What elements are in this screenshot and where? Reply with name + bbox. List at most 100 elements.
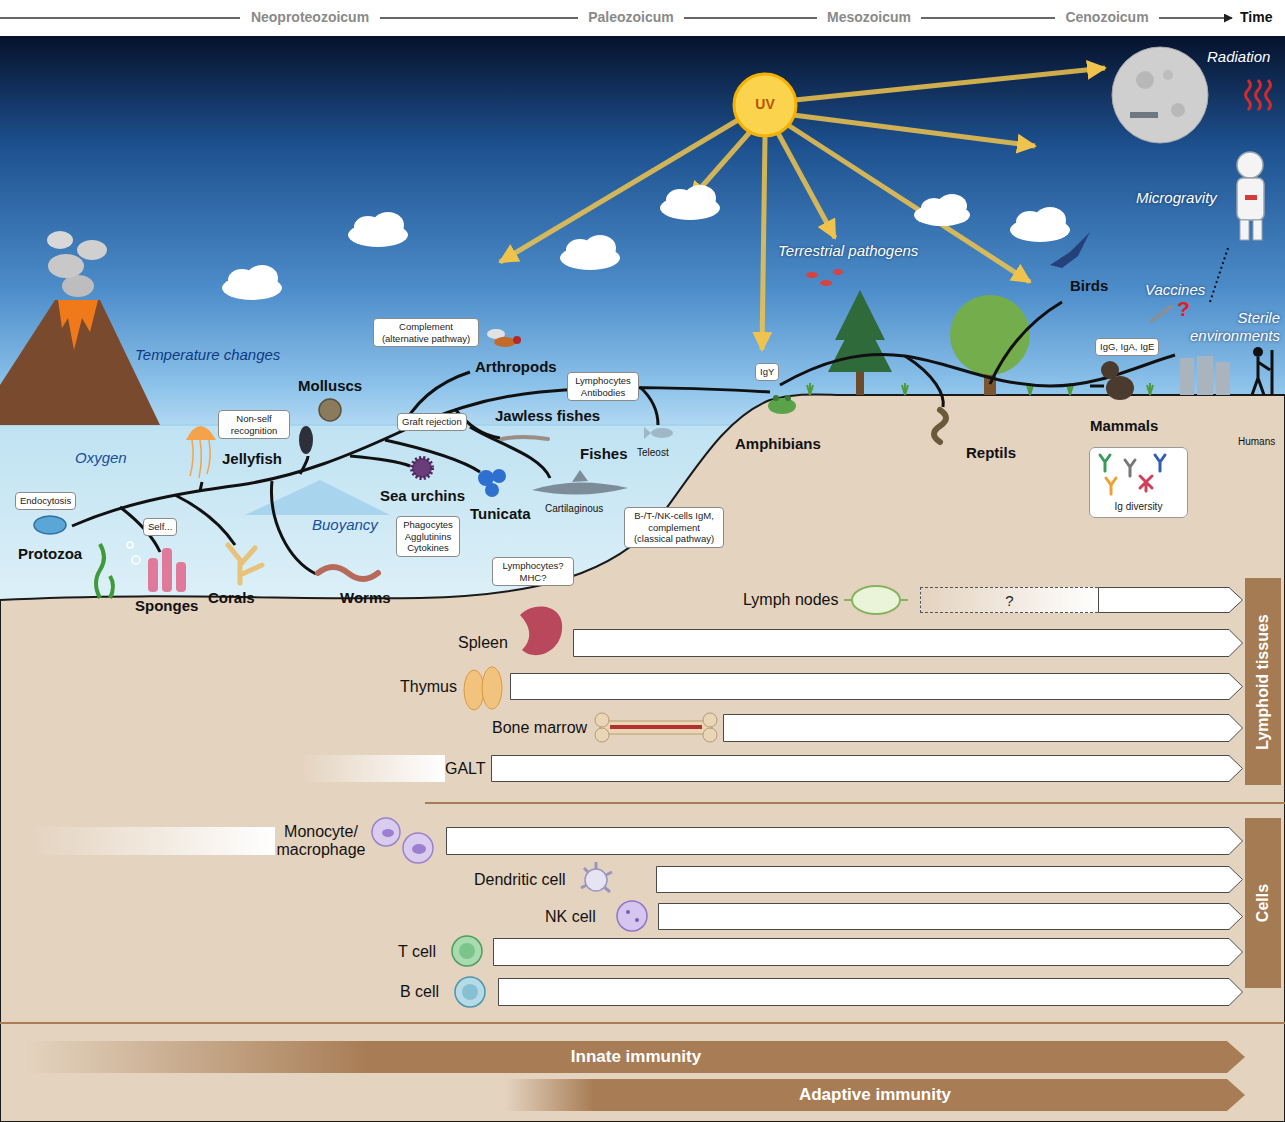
section-band: Cells — [1245, 818, 1281, 988]
building — [1180, 358, 1194, 395]
bone-knob — [703, 728, 717, 742]
feature-callout: Self... — [143, 518, 177, 536]
building — [1216, 362, 1230, 395]
b-cell-icon — [455, 977, 485, 1007]
radiation-wave — [1256, 80, 1261, 110]
bone-icon — [600, 721, 712, 734]
teleost-fish — [651, 428, 673, 438]
feature-callout: Graft rejection — [397, 413, 467, 431]
callout-text: Endocytosis — [20, 495, 71, 507]
antibody — [1140, 476, 1152, 491]
phylogeny-branch — [905, 356, 943, 407]
bar-arrow — [493, 938, 1243, 966]
organism-label: Protozoa — [18, 545, 82, 563]
smoke — [77, 240, 107, 260]
grass — [807, 383, 1153, 395]
section-band: Lymphoid tissues — [1245, 578, 1281, 785]
section-divider — [0, 1022, 1285, 1024]
cloud — [584, 235, 616, 261]
frog-eye — [785, 395, 791, 401]
timeline-bar: B cell — [400, 978, 1245, 1006]
phylogeny-branch — [640, 387, 658, 425]
bar-label: Dendritic cell — [474, 871, 566, 889]
suit — [1237, 178, 1264, 220]
era-label: Paleozoicum — [588, 9, 674, 26]
lava — [58, 300, 98, 350]
crater — [1163, 70, 1173, 80]
bone-knob — [595, 728, 609, 742]
uv-ray — [500, 120, 738, 262]
bar-label: T cell — [398, 943, 436, 961]
lymph-node-icon — [852, 586, 900, 614]
uv-label: UV — [755, 96, 774, 113]
question-mark: ? — [1177, 296, 1190, 321]
granule — [635, 918, 639, 922]
feature-callout: Lymphocytes Antibodies — [567, 372, 639, 401]
trunk — [856, 372, 864, 395]
environment-factor: Terrestrial pathogens — [778, 242, 918, 260]
environment-factor: Sterile environments — [1180, 309, 1280, 345]
callout-text: Phagocytes Agglutinins Cytokines — [401, 519, 455, 554]
time-arrow — [1159, 17, 1232, 19]
phylogeny-branch — [300, 456, 308, 474]
bubble — [132, 556, 140, 564]
immunity-arrow: Innate immunity — [27, 1041, 1245, 1073]
shark-fin — [572, 470, 588, 482]
phylogeny-branch — [1090, 385, 1104, 388]
uv-ray — [795, 68, 1105, 100]
sponge — [162, 548, 172, 592]
bar-arrow — [658, 903, 1243, 930]
organism-label: Sea urchins — [380, 487, 465, 505]
sun — [734, 74, 796, 136]
feature-callout: Endocytosis — [15, 492, 76, 510]
uv-ray — [793, 115, 1035, 146]
organism-label: Reptils — [966, 444, 1016, 462]
marrow — [610, 725, 702, 729]
nucleus — [382, 829, 394, 837]
smoke — [62, 275, 94, 297]
leg — [1240, 220, 1249, 240]
chimpanzee — [1106, 376, 1134, 400]
crater — [1171, 103, 1185, 117]
bar-arrow — [573, 629, 1243, 657]
timeline-bar: NK cell — [545, 903, 1245, 930]
bar-arrow-shape — [511, 674, 1243, 700]
timeline-bar: Monocyte/ macrophage — [275, 827, 1245, 855]
antibody — [1125, 460, 1135, 476]
organism-label: Humans — [1238, 436, 1275, 448]
organism-label: Arthropods — [475, 358, 557, 376]
lymph-vessel — [844, 599, 908, 601]
box-caption: Ig diversity — [1090, 501, 1187, 512]
grass-tuft — [807, 383, 813, 395]
organism-label: Molluscs — [298, 377, 362, 395]
timeline-bar: Lymph nodes? — [743, 587, 1245, 613]
moon-group — [1112, 47, 1208, 143]
phylogeny-branch — [400, 372, 470, 432]
immunity-label: Adaptive immunity — [505, 1085, 1245, 1105]
radiation-wave — [1266, 80, 1271, 110]
pathogens — [806, 269, 843, 286]
organism-label: Amphibians — [735, 435, 821, 453]
phylogeny-branch — [990, 302, 1062, 384]
mussel — [299, 426, 313, 454]
tree-of-life — [72, 302, 1175, 574]
organism-label: Jellyfish — [222, 450, 282, 468]
era-label: Cenozoicum — [1065, 9, 1148, 26]
human-head — [1253, 347, 1263, 357]
timeline-bar: Bone marrow — [492, 714, 1245, 742]
bar-arrow — [446, 827, 1243, 855]
bar-label: GALT — [445, 760, 486, 778]
callout-text: Non-self recognition — [223, 413, 285, 436]
time-axis-label: Time — [1240, 9, 1272, 26]
organism-label: Sponges — [135, 597, 198, 615]
organisms — [34, 232, 1272, 598]
crater — [1136, 71, 1154, 89]
timeline-bar: Thymus — [400, 673, 1245, 700]
feature-callout: Complement (alternative pathway) — [373, 318, 479, 347]
ig-diversity-box: Ig diversity — [1089, 447, 1188, 518]
bar-arrow — [491, 755, 1243, 782]
bar-arrow-shape — [574, 630, 1243, 657]
ground — [0, 394, 1285, 1122]
antibody — [1155, 455, 1165, 471]
